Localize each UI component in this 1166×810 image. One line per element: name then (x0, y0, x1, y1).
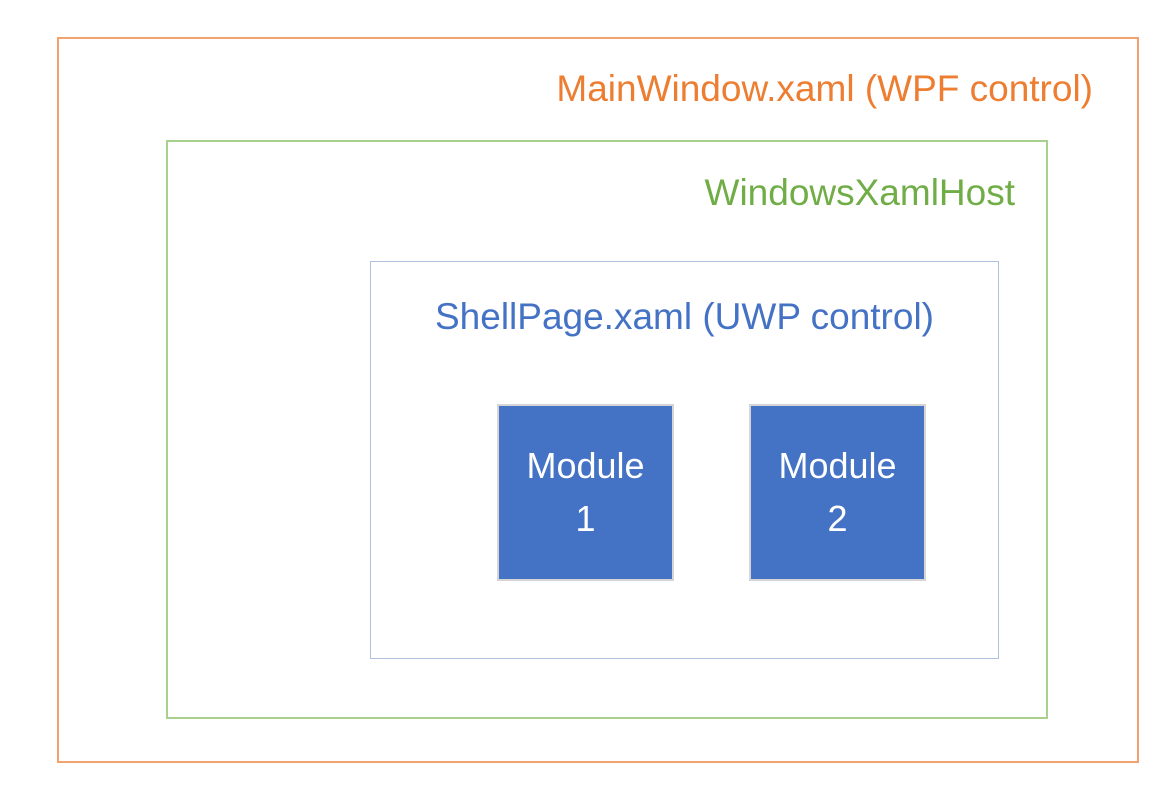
mainwindow-wpf-label: MainWindow.xaml (WPF control) (556, 68, 1093, 109)
module-2-label: Module (778, 445, 897, 487)
module-1-box: Module 1 (497, 404, 674, 581)
windowsxamlhost-box: WindowsXamlHost ShellPage.xaml (UWP cont… (166, 140, 1048, 719)
module-2-number: 2 (827, 497, 848, 539)
module-1-label: Module (526, 445, 645, 487)
module-1-number: 1 (575, 497, 596, 539)
shellpage-uwp-box: ShellPage.xaml (UWP control) Module 1 Mo… (370, 261, 999, 659)
windowsxamlhost-label: WindowsXamlHost (704, 172, 1015, 213)
module-2-box: Module 2 (749, 404, 926, 581)
mainwindow-wpf-box: MainWindow.xaml (WPF control) WindowsXam… (57, 37, 1139, 763)
shellpage-uwp-label: ShellPage.xaml (UWP control) (435, 296, 934, 337)
